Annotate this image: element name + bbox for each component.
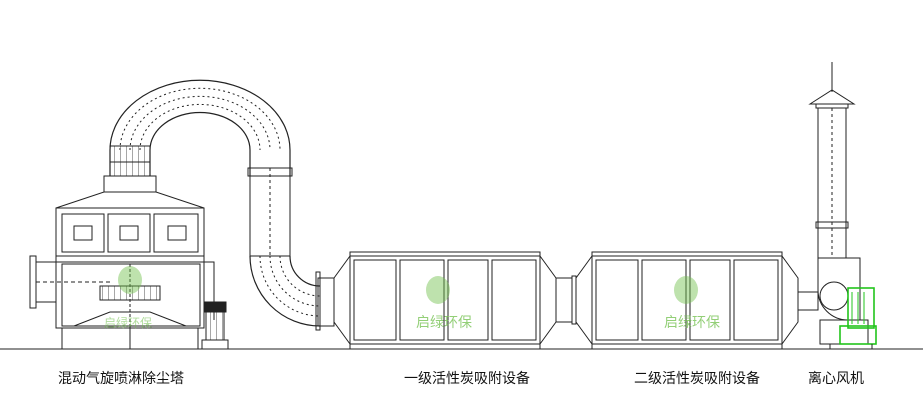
carbon-adsorber-2	[575, 251, 799, 349]
watermark-text: 启绿环保	[104, 316, 153, 330]
watermark-text: 启绿环保	[416, 315, 472, 331]
duct-connector	[555, 275, 577, 325]
exhaust-stack	[808, 62, 856, 259]
scrubber-tower	[29, 161, 215, 349]
centrifugal-fan	[797, 257, 877, 349]
circulation-pump	[201, 301, 229, 350]
exhaust-duct	[109, 79, 335, 331]
watermark-text: 启绿环保	[664, 315, 720, 331]
watermark-logo-icon	[118, 266, 698, 304]
caption-carbon-1: 一级活性炭吸附设备	[404, 371, 530, 387]
caption-carbon-2: 二级活性炭吸附设备	[634, 371, 760, 387]
caption-scrubber: 混动气旋喷淋除尘塔	[58, 371, 184, 387]
caption-fan: 离心风机	[808, 371, 864, 387]
